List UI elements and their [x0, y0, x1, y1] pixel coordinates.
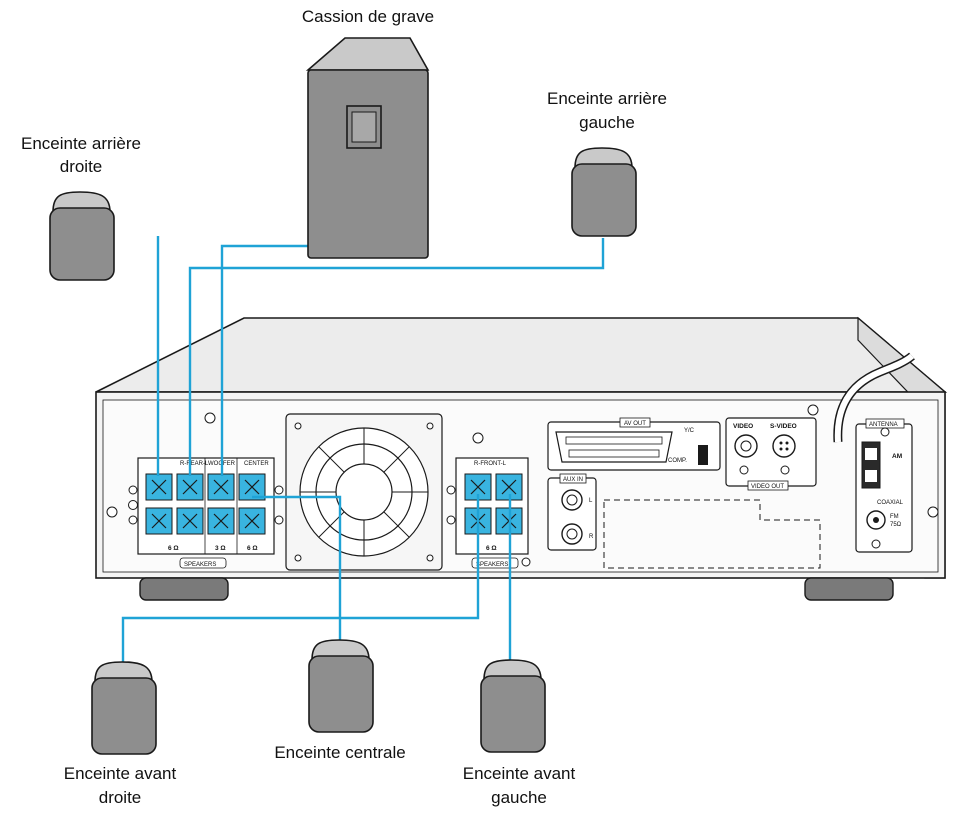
rear-right-label-line2: droite: [60, 157, 103, 176]
fm-ohm-label: 75Ω: [890, 522, 902, 528]
speakers-tag-right: [471, 557, 519, 569]
screw-icon: [807, 404, 819, 416]
woofer-ohm-label: 3 Ω: [215, 545, 226, 552]
screw-icon: [521, 557, 531, 567]
video-out: VIDEO S-VIDEO VIDEO OUT: [725, 417, 817, 491]
front-right-label-line1: Enceinte avant: [64, 764, 177, 783]
front-left-speaker: [480, 659, 546, 753]
subwoofer-body: [307, 69, 429, 259]
screw-icon: [927, 506, 939, 518]
fan-screw-icon: [294, 554, 302, 562]
fm-label: FM: [890, 514, 899, 520]
speaker-wires: [121, 236, 605, 662]
wire-rear-left: [188, 238, 605, 476]
yc-label: Y/C: [684, 428, 695, 434]
terminal-center-bottom: [238, 507, 266, 535]
am-label: AM: [892, 453, 902, 460]
screw-icon: [472, 432, 484, 444]
av-out-scart: AV OUT Y/C COMP.: [547, 417, 721, 471]
screw-icon: [871, 539, 881, 549]
antenna-block: ANTENNA AM COAXIAL FM 75Ω: [855, 418, 913, 553]
aux-in: AUX IN L R: [547, 473, 597, 551]
rear-left-speaker: [571, 147, 637, 237]
fan-screw-icon: [294, 422, 302, 430]
receiver-foot-right: [804, 577, 894, 601]
screw-icon: [128, 500, 138, 510]
wire-subwoofer: [220, 244, 310, 476]
screw-icon: [780, 465, 790, 475]
center-ohm-label: 6 Ω: [247, 545, 258, 552]
center-terminal-label: CENTER: [244, 461, 269, 467]
minus-icon: [274, 515, 284, 525]
center-speaker: [308, 639, 374, 733]
plus-icon: [128, 485, 138, 495]
aux-r-label: R: [589, 534, 594, 540]
front-terminal-label: R-FRONT-L: [474, 461, 507, 467]
av-out-tag: [619, 417, 651, 428]
speakers-label-right: SPEAKERS: [476, 562, 508, 568]
subwoofer-label: Cassion de grave: [302, 7, 434, 26]
av-out-label: AV OUT: [624, 421, 646, 427]
antenna-cable-fill: [834, 353, 914, 443]
minus-icon: [128, 515, 138, 525]
video-out-label: VIDEO OUT: [751, 484, 784, 490]
rear-ohm-label: 6 Ω: [168, 545, 179, 552]
receiver-unit: R-REAR-L WOOFER CENTER 6 Ω 3 Ω: [95, 316, 948, 601]
aux-in-label: AUX IN: [563, 477, 583, 483]
wire-center: [252, 495, 342, 640]
fan-hub: [335, 463, 393, 521]
plus-icon: [446, 485, 456, 495]
plus-icon: [274, 485, 284, 495]
rear-terminal-label: R-REAR-L: [180, 461, 209, 467]
rear-right-speaker: [49, 191, 115, 281]
speaker-terminal-block-front: R-FRONT-L 6 Ω SPEAKERS: [446, 457, 531, 569]
terminal-row-bottom: [145, 507, 266, 535]
aux-in-tag: [559, 473, 587, 484]
s-video-jack: [772, 434, 796, 458]
front-terminal-panel: [455, 457, 529, 555]
scart-pins: [565, 436, 663, 458]
speakers-label-left: SPEAKERS: [184, 562, 216, 568]
receiver-top: [95, 317, 948, 393]
cooling-fan: [285, 413, 443, 571]
screw-icon: [880, 427, 890, 437]
yc-comp-switch: [698, 445, 708, 465]
subwoofer-port: [346, 105, 382, 149]
front-right-speaker: [91, 661, 157, 755]
video-label: VIDEO: [733, 423, 753, 430]
front-left-label-line1: Enceinte avant: [463, 764, 576, 783]
minus-icon: [446, 515, 456, 525]
rear-left-label-line2: gauche: [579, 113, 635, 132]
rear-left-label-line1: Enceinte arrière: [547, 89, 667, 108]
fan-screw-icon: [426, 422, 434, 430]
speakers-tag-left: [179, 557, 227, 569]
screw-icon: [106, 506, 118, 518]
comp-label: COMP.: [668, 458, 687, 464]
speaker-terminal-block-left: R-REAR-L WOOFER CENTER 6 Ω 3 Ω: [128, 457, 284, 569]
receiver-foot-left: [139, 577, 229, 601]
front-right-label-line2: droite: [99, 788, 142, 807]
rear-right-label-line1: Enceinte arrière: [21, 134, 141, 153]
terminal-clips: [151, 479, 260, 529]
front-left-label-line2: gauche: [491, 788, 547, 807]
s-video-label: S-VIDEO: [770, 423, 797, 430]
wire-front-right: [121, 494, 480, 662]
terminal-rear-r-top: [145, 473, 173, 501]
front-ohm-label: 6 Ω: [486, 545, 497, 552]
blank-plate: [603, 499, 821, 569]
video-out-tag: [747, 480, 789, 491]
center-label: Enceinte centrale: [274, 743, 405, 762]
subwoofer-speaker: [305, 37, 430, 259]
screw-icon: [739, 465, 749, 475]
scart-connector: [555, 431, 673, 463]
antenna-label: ANTENNA: [869, 422, 898, 428]
aux-l-label: L: [589, 498, 593, 504]
fan-screw-icon: [426, 554, 434, 562]
screw-icon: [204, 412, 216, 424]
coaxial-label: COAXIAL: [877, 500, 904, 506]
